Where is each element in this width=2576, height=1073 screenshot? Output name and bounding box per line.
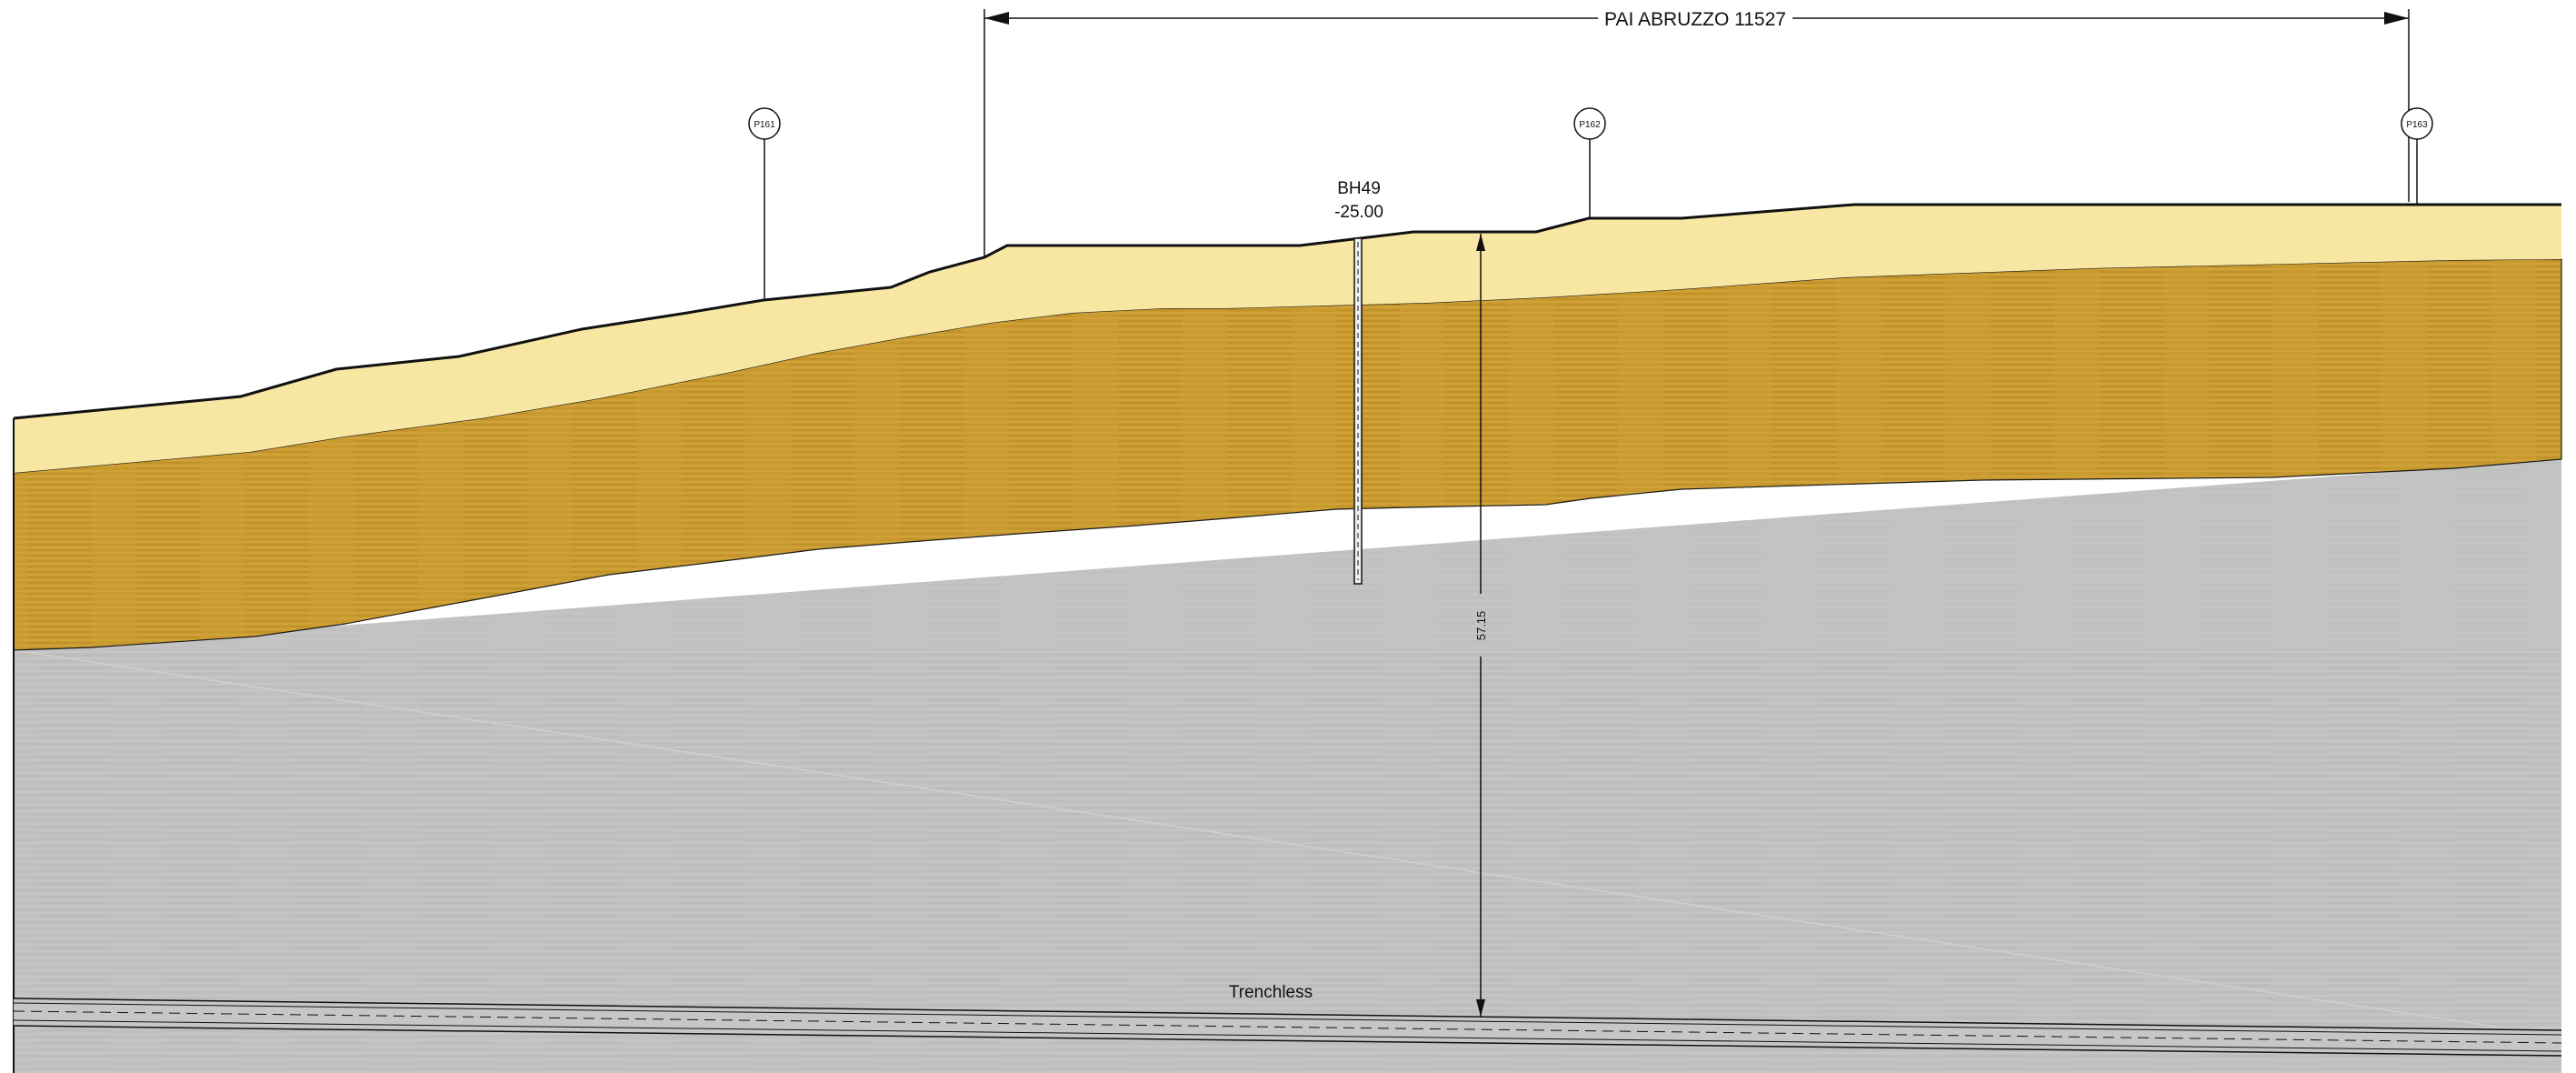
borehole-name: BH49 (1337, 179, 1381, 198)
pole-label: P161 (754, 120, 775, 130)
pipe-edge-line (13, 998, 2562, 1031)
borehole-depth: -25.00 (1334, 203, 1383, 222)
pipe-edge-line (13, 1025, 2562, 1057)
pole-marker-p163: P163 (2401, 107, 2433, 205)
trenchless-pipeline: Trenchless (13, 983, 2562, 1057)
ground-surface-line (13, 203, 2561, 420)
pipe-edge-line (13, 1002, 2562, 1036)
pole-label: P162 (1579, 120, 1601, 130)
topsoil-layer (14, 205, 2561, 473)
pole-label: P163 (2406, 120, 2428, 130)
section-title: PAI ABRUZZO 11527 (1604, 9, 1786, 30)
pipe-centerline (13, 1010, 2562, 1044)
borehole-bh49: BH49 -25.00 (1334, 179, 1383, 585)
title-arrow-left-icon (984, 12, 1009, 25)
depth-arrow-up-icon (1476, 234, 1485, 251)
pipe-band (14, 998, 2561, 1055)
title-arrow-right-icon (2384, 12, 2409, 25)
pipe-edge-line (13, 1019, 2562, 1052)
depth-dimension: 57.15 (1474, 234, 1488, 1017)
bedrock-upper-band (14, 459, 2561, 650)
pole-marker-p161: P161 (748, 107, 781, 300)
pole-marker-p162: P162 (1573, 107, 1606, 218)
depth-arrow-down-icon (1476, 999, 1485, 1017)
bedrock-faint-diagonal (13, 649, 2562, 1038)
depth-dimension-value: 57.15 (1474, 611, 1488, 641)
crossing-method-label: Trenchless (1229, 983, 1313, 1002)
